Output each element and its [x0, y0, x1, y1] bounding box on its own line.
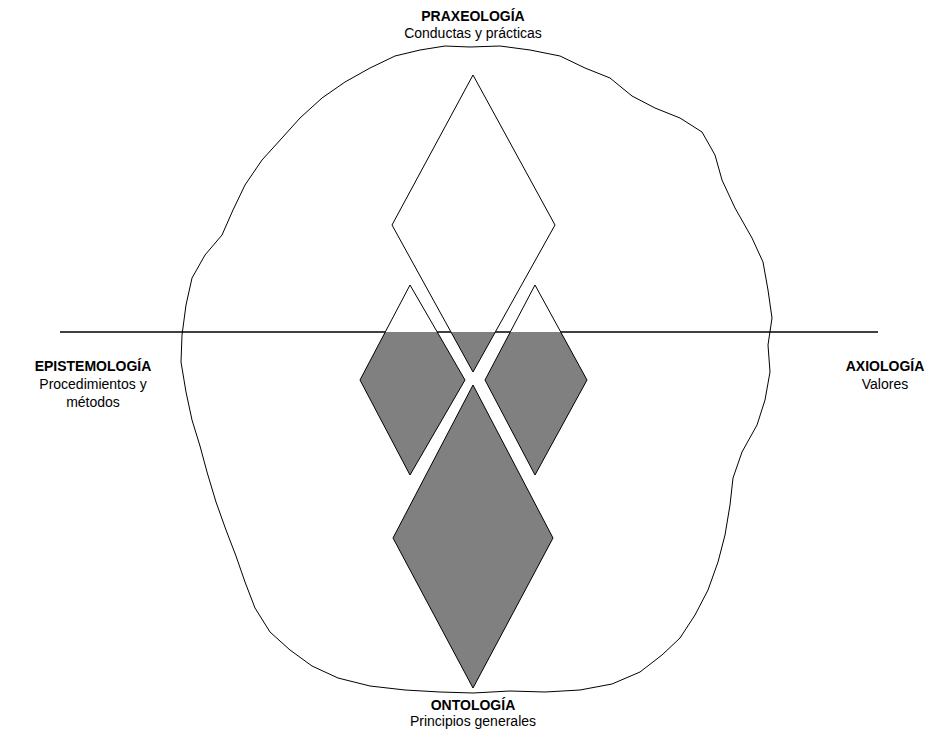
node-label: AXIOLOGÍAValores	[846, 357, 925, 393]
concept-heading: ONTOLOGÍA	[410, 697, 536, 713]
concept-description: Procedimientos y métodos	[26, 375, 161, 411]
concept-description: Valores	[846, 375, 925, 393]
diamond-fill	[393, 385, 553, 688]
iceberg-outline	[181, 46, 772, 693]
concept-heading: PRAXEOLOGÍA	[404, 8, 542, 25]
diamond-shape	[393, 385, 553, 688]
diamond-node: ONTOLOGÍAPrincipios generales	[393, 385, 553, 688]
submerged-fill	[393, 385, 553, 688]
concept-description: Conductas y prácticas	[404, 25, 542, 42]
concept-description: Principios generales	[410, 713, 536, 729]
concept-heading: EPISTEMOLOGÍA	[26, 357, 161, 375]
diamond-outline	[393, 385, 553, 688]
node-label: EPISTEMOLOGÍAProcedimientos y métodos	[26, 357, 161, 411]
concept-heading: AXIOLOGÍA	[846, 357, 925, 375]
node-label: PRAXEOLOGÍAConductas y prácticas	[404, 8, 542, 42]
node-label: ONTOLOGÍAPrincipios generales	[410, 697, 536, 729]
